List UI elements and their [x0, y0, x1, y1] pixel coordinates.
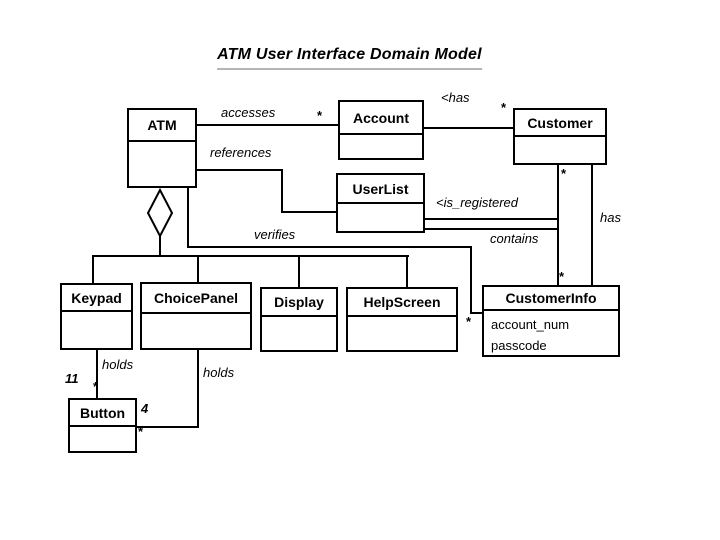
class-name-customer: Customer	[515, 110, 605, 137]
line-accesses	[197, 124, 338, 126]
line-drop-choicepanel	[197, 255, 199, 282]
class-name-display: Display	[262, 289, 336, 317]
line-holds-choicepanel-seg2	[137, 426, 199, 428]
line-is-registered	[425, 218, 559, 220]
assoc-label-contains: contains	[490, 231, 539, 246]
assoc-label-verifies: verifies	[254, 227, 296, 242]
class-name-choicepanel: ChoicePanel	[142, 284, 250, 314]
multiplicity-keypad-buttons-star: *	[93, 379, 99, 394]
multiplicity-isregistered-customer: *	[561, 166, 567, 181]
aggregation-diamond-icon	[146, 188, 174, 238]
class-box-keypad: Keypad	[60, 283, 133, 350]
class-attributes-customerinfo: account_num passcode	[484, 311, 618, 356]
class-box-button: Button	[68, 398, 137, 453]
class-name-button: Button	[70, 400, 135, 427]
line-references-seg3	[281, 211, 336, 213]
class-box-display: Display	[260, 287, 338, 352]
class-name-helpscreen: HelpScreen	[348, 289, 456, 317]
class-box-choicepanel: ChoicePanel	[140, 282, 252, 350]
line-has-account	[424, 127, 513, 129]
assoc-label-has-info: has	[600, 210, 621, 225]
line-drop-keypad	[92, 255, 94, 283]
line-verifies-seg2	[187, 246, 472, 248]
multiplicity-keypad-buttons: 11	[65, 371, 79, 386]
multiplicity-choicepanel-buttons: 4	[141, 401, 149, 416]
class-box-helpscreen: HelpScreen	[346, 287, 458, 352]
line-references-seg2	[281, 169, 283, 213]
diagram-title: ATM User Interface Domain Model	[217, 46, 482, 70]
multiplicity-has-customer: *	[501, 100, 507, 115]
assoc-label-has-account: <has	[441, 90, 470, 105]
line-drop-display	[298, 255, 300, 287]
assoc-label-is-registered: <is_registered	[436, 195, 519, 210]
line-verifies-seg1	[187, 188, 189, 248]
line-references-seg1	[197, 169, 283, 171]
line-aggregation-bus	[92, 255, 409, 257]
assoc-label-references: references	[210, 145, 272, 160]
class-name-userlist: UserList	[338, 175, 423, 204]
line-holds-choicepanel-seg1	[197, 350, 199, 428]
line-verifies-seg3	[470, 246, 472, 314]
assoc-label-holds-choicepanel: holds	[203, 365, 235, 380]
line-verifies-seg4	[470, 312, 482, 314]
class-box-userlist: UserList	[336, 173, 425, 233]
line-aggregation-stem	[159, 236, 161, 256]
multiplicity-choicepanel-buttons-star: *	[138, 424, 144, 439]
line-has-info	[591, 165, 593, 285]
multiplicity-accesses-account: *	[317, 108, 323, 123]
line-contains	[425, 228, 559, 230]
line-holds-keypad	[96, 350, 98, 398]
class-attribute: account_num	[491, 317, 570, 332]
class-name-atm: ATM	[129, 110, 195, 142]
class-box-customerinfo: CustomerInfo account_num passcode	[482, 285, 620, 357]
assoc-label-holds-keypad: holds	[102, 357, 134, 372]
line-customer-vertical	[557, 165, 559, 285]
assoc-label-accesses: accesses	[221, 105, 276, 120]
line-drop-helpscreen	[406, 255, 408, 287]
class-box-account: Account	[338, 100, 424, 160]
class-name-keypad: Keypad	[62, 285, 131, 312]
class-name-account: Account	[340, 102, 422, 135]
class-box-atm: ATM	[127, 108, 197, 188]
class-attribute: passcode	[491, 338, 547, 353]
multiplicity-contains-info: *	[559, 269, 565, 284]
class-name-customerinfo: CustomerInfo	[484, 287, 618, 311]
multiplicity-verifies-info: *	[466, 314, 472, 329]
class-box-customer: Customer	[513, 108, 607, 165]
